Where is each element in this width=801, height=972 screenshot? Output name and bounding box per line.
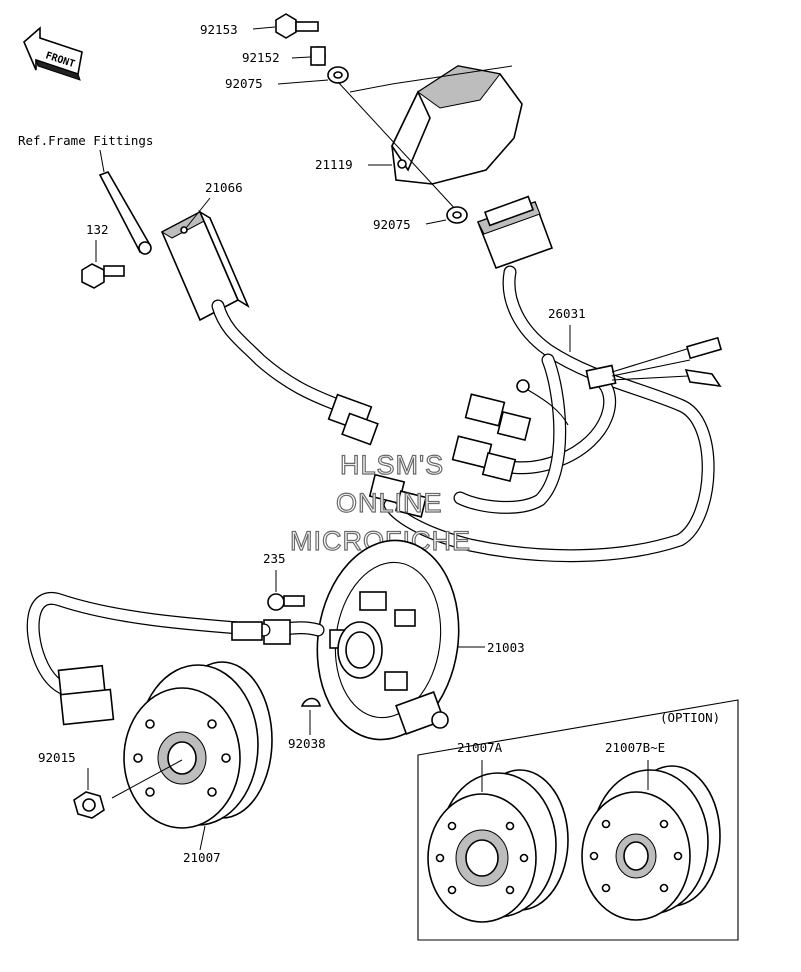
nut-92015: [73, 791, 105, 819]
label-21007b-e: 21007B~E: [605, 740, 665, 755]
label-92075-upper: 92075: [225, 76, 263, 91]
main-harness-26031: [368, 195, 723, 563]
label-21007a: 21007A: [457, 740, 503, 755]
watermark-line-1: HLSM'S: [340, 450, 444, 480]
bolt-92153: [275, 13, 319, 39]
label-132: 132: [86, 222, 109, 237]
watermark: HLSM'S ONLINE MICROFICHE: [289, 449, 470, 556]
ignitor-unit-21066: [160, 210, 379, 446]
label-21003: 21003: [487, 640, 525, 655]
option-box: (OPTION) 21007A: [417, 699, 739, 941]
collar-92152: [310, 46, 326, 66]
screw-235: [267, 593, 305, 611]
label-92015: 92015: [38, 750, 76, 765]
regulator-21119: [337, 65, 523, 213]
rotor-21007b-e: [581, 765, 721, 921]
rotor-21007: [111, 661, 273, 829]
grommet-92075-lower: [446, 206, 468, 224]
front-arrow-icon: FRONT: [23, 26, 83, 81]
label-92075-lower: 92075: [373, 217, 411, 232]
watermark-line-2: ONLINE: [336, 488, 443, 518]
rotor-21007a: [427, 769, 569, 923]
label-235: 235: [263, 551, 286, 566]
stator-lead-harness: [26, 592, 271, 726]
label-92038: 92038: [288, 736, 326, 751]
label-21007: 21007: [183, 850, 221, 865]
bolt-132: [81, 263, 125, 289]
label-92152: 92152: [242, 50, 280, 65]
label-26031: 26031: [548, 306, 586, 321]
ref-frame-fittings-note: Ref.Frame Fittings: [18, 133, 153, 148]
grommet-92075-upper: [327, 66, 349, 84]
label-21066: 21066: [205, 180, 243, 195]
stator-21003: [263, 539, 460, 741]
label-21119: 21119: [315, 157, 353, 172]
frame-bracket: [98, 171, 152, 255]
woodruff-key-92038: [300, 697, 321, 707]
label-92153: 92153: [200, 22, 238, 37]
option-label: (OPTION): [660, 710, 720, 725]
